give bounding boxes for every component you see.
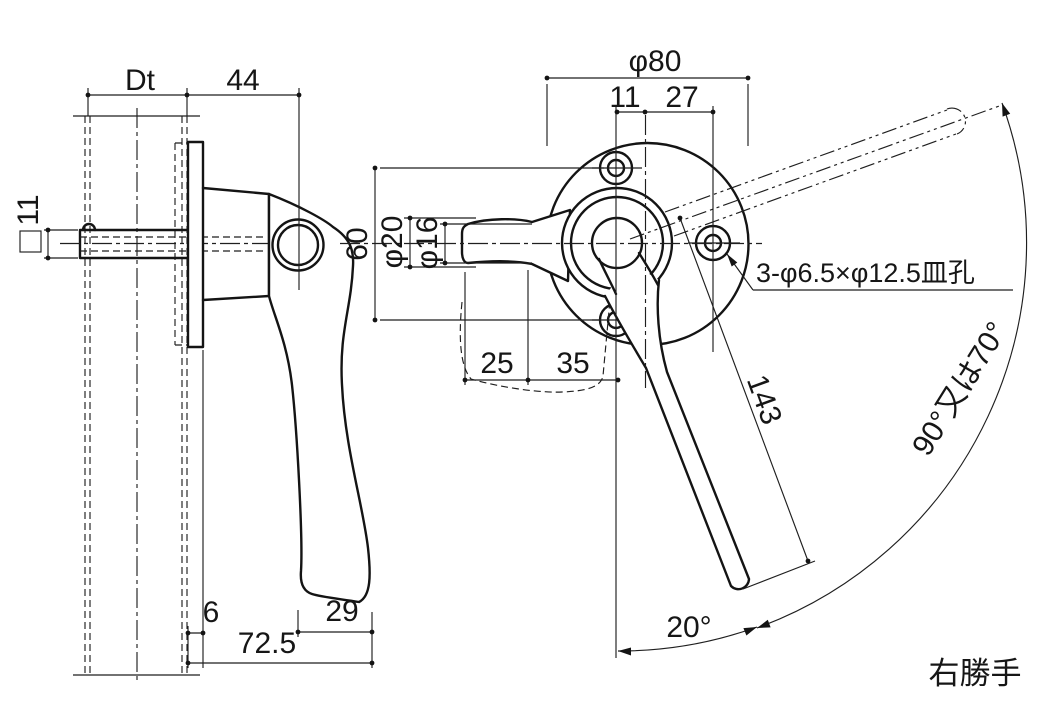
dim-label-35: 35 [556, 347, 589, 380]
front-view-grip [460, 208, 572, 283]
dim-label-25: 25 [480, 347, 513, 380]
front-view-keeper-phantom [459, 299, 611, 393]
hole-note-label: 3-φ6.5×φ12.5皿孔 [756, 258, 975, 288]
dim-label-27: 27 [665, 81, 698, 114]
dim-label-6: 6 [203, 596, 220, 629]
rotation-arcs [617, 102, 1028, 656]
dimension-lines [19, 75, 1013, 668]
dim-label-60: 60 [341, 227, 374, 260]
front-view-lever [590, 216, 751, 591]
dim-label-20deg: 20° [666, 611, 711, 644]
phantom-rotated-lever [629, 104, 1003, 240]
dimension-labels: Dt 44 11 φ80 11 27 60 φ20 φ16 25 35 143 … [12, 45, 1022, 691]
dim-label-44: 44 [226, 64, 259, 97]
side-view-handle-body [186, 140, 371, 604]
side-view-frame-section [73, 108, 200, 681]
dim-label-door-thickness: Dt [125, 64, 156, 97]
dim-label-29: 29 [325, 595, 358, 628]
dim-label-square-11: 11 [12, 194, 45, 225]
dim-label-72-5: 72.5 [238, 627, 296, 660]
dim-label-phi20: φ20 [376, 216, 409, 269]
dim-label-phi16: φ16 [411, 217, 444, 270]
handedness-label: 右勝手 [929, 656, 1022, 691]
dim-label-11: 11 [609, 81, 640, 114]
center-lines [298, 88, 762, 658]
dim-label-phi80: φ80 [629, 45, 682, 78]
dimension-dots [45, 75, 811, 666]
dim-label-rotation-range: 90°又は70° [906, 316, 1014, 461]
dim-label-143: 143 [740, 371, 788, 429]
